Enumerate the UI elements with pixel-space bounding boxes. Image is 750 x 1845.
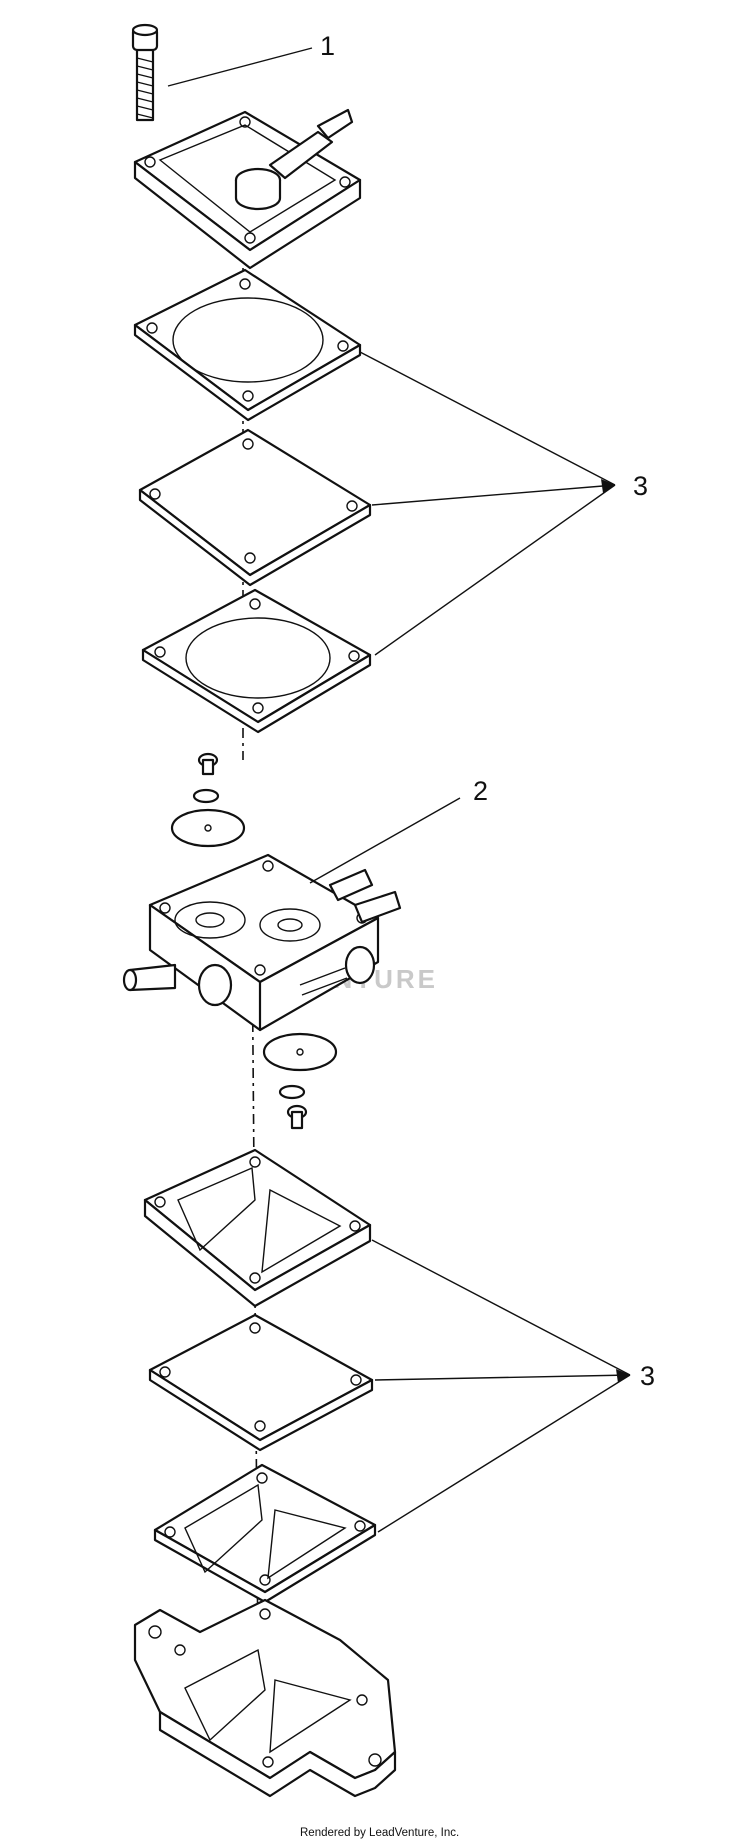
callout-label-3-upper: 3 bbox=[633, 471, 648, 501]
valve-gasket-upper bbox=[143, 1148, 372, 1308]
gasket-ring-middle bbox=[141, 588, 372, 734]
diaphragm-lower bbox=[148, 1313, 374, 1452]
valve-screw-upper bbox=[170, 752, 246, 848]
callout-label-2: 2 bbox=[473, 776, 488, 806]
base-plate-part bbox=[133, 1598, 397, 1798]
callout-label-1: 1 bbox=[320, 31, 335, 61]
diaphragm-upper bbox=[138, 428, 372, 587]
leader-lines bbox=[167, 47, 631, 1533]
screw-part bbox=[131, 23, 159, 122]
valve-screw-lower bbox=[262, 1032, 338, 1130]
footer-credit: Rendered by LeadVenture, Inc. bbox=[300, 1827, 459, 1839]
valve-gasket-lower bbox=[153, 1463, 377, 1604]
pump-body-part bbox=[122, 853, 402, 1032]
gasket-ring-upper bbox=[133, 268, 362, 422]
pump-cover-part bbox=[133, 108, 362, 270]
callout-label-3-lower: 3 bbox=[640, 1361, 655, 1391]
